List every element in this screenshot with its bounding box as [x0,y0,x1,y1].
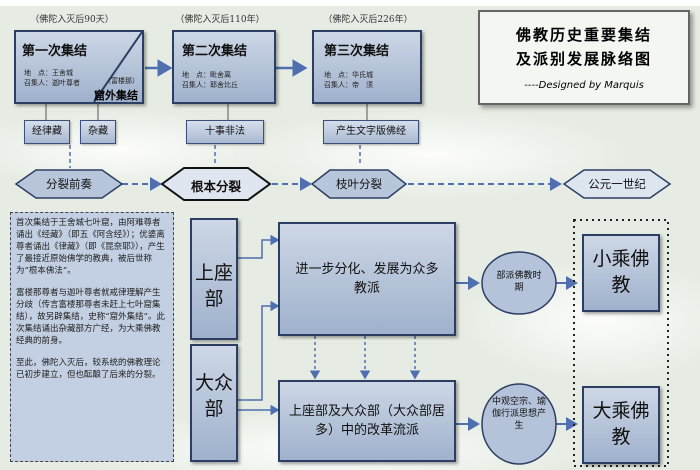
theravada-label: 上座部 [194,262,233,310]
outcome-scriptures: 经律藏 [24,120,70,144]
council2-place: 地 点：毗舍离 [182,71,231,79]
madhyamaka-ellipse [481,383,557,465]
title-credit: ----Designed by Marquis [524,80,644,91]
first-century-diamond [562,169,672,199]
council2-box: 第二次集结 地 点：毗舍离 召集人：耶舍比丘 [172,30,276,104]
title-line2: 及派别发展脉络图 [515,50,652,68]
council3-caption: （佛陀入灭后226年） [323,15,413,25]
council1-title: 第一次集结 [22,44,88,59]
council1-divider [93,32,142,102]
root-split-label: 根本分裂 [190,179,241,194]
mahasanghika-box: 大众部 [190,344,238,462]
hinayana-label: 小乘佛教 [592,248,650,296]
council1-extra-convener: （富楼那） [104,77,139,85]
mahasanghika-label: 大众部 [194,372,233,420]
further-split-label: 进一步分化、发展为众多教派 [295,262,439,296]
theravada-box: 上座部 [190,218,238,340]
note-paragraph-3: 至此，佛陀入灭后，较系统的佛教理论已初步建立，但也酝酿了后来的分裂。 [16,358,161,380]
council3-title: 第三次集结 [324,44,390,59]
outcome-miscellany: 杂藏 [80,120,116,144]
further-split-box: 进一步分化、发展为众多教派 [278,222,456,336]
vehicles-outline [573,219,669,467]
note-paragraph-2: 富楼那尊者与迦叶尊者就戒律理解产生分歧（传言富楼那尊者未赶上七叶窟集结），故另辟… [16,288,165,346]
first-century-label: 公元一世纪 [588,177,646,191]
council2-title: 第二次集结 [182,44,248,59]
title-box: 佛教历史重要集结 及派别发展脉络图 ----Designed by Marqui… [478,10,690,105]
prelude-diamond [14,169,124,199]
council2-caption: （佛陀入灭后110年） [175,15,265,25]
outcome-written-text: 产生文字版佛经 [323,120,419,144]
council1-convener: 召集人：迦叶尊者 [24,79,80,87]
outcome-ten-items: 十事非法 [186,120,264,144]
council1-caption: （佛陀入灭后90天） [30,15,114,25]
council1-extra-title: 窟外集结 [94,89,138,102]
mahayana-label: 大乘佛教 [592,400,650,448]
root-split-diamond [160,167,272,201]
branch-split-diamond [310,169,408,199]
madhyamaka-label: 中观空宗、瑜伽行派思想产生 [492,397,547,431]
reform-label: 上座部及大众部（大众部居多）中的改革流派 [288,404,445,438]
council2-convener: 召集人：耶舍比丘 [182,81,238,89]
mahayana-box: 大乘佛教 [582,386,660,464]
note-paragraph-1: 首次集结于王舍城七叶窟，由阿难尊者诵出《经藏》（即五《阿含经》）；优婆离尊者诵出… [16,218,165,276]
council3-box: 第三次集结 地 点：华氏城 召集人：帝 须 [312,30,422,104]
title-line1: 佛教历史重要集结 [515,26,652,44]
notes-panel: 首次集结于王舍城七叶窟，由阿难尊者诵出《经藏》（即五《阿含经》）；优婆离尊者诵出… [10,212,174,462]
council1-box: 第一次集结 地 点：王舍城 召集人：迦叶尊者 （富楼那） 窟外集结 [14,30,144,104]
sectarian-label: 部派佛教时期 [496,271,542,293]
reform-box: 上座部及大众部（大众部居多）中的改革流派 [278,380,456,462]
branch-split-label: 枝叶分裂 [336,177,382,191]
sectarian-ellipse [481,251,557,315]
prelude-label: 分裂前奏 [46,177,92,191]
council1-place: 地 点：王舍城 [24,69,73,77]
hinayana-box: 小乘佛教 [582,234,660,312]
council3-place: 地 点：华氏城 [324,71,373,79]
council3-convener: 召集人：帝 须 [324,81,373,89]
